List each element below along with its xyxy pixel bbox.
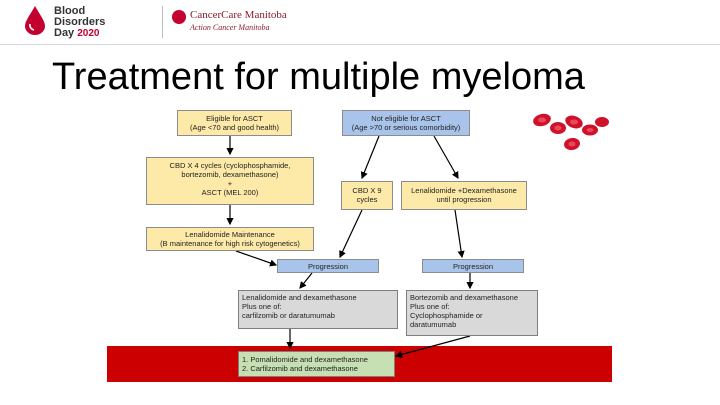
second-left-line-1: Lenalidomide and dexamethasone	[242, 293, 394, 302]
maintenance-line-1: Lenalidomide Maintenance	[147, 230, 313, 239]
not-eligible-line-2: (Age >70 or serious comorbidity)	[343, 123, 469, 132]
not-eligible-line-1: Not eligible for ASCT	[343, 114, 469, 123]
len-dex-line-2: until progression	[402, 195, 526, 204]
third-line-2: 2. Carfilzomib and dexamethasone	[242, 364, 391, 373]
len-dex-line-1: Lenalidomide +Dexamethasone	[402, 186, 526, 195]
arrow-not-eligible-to-cbd9	[362, 136, 379, 178]
box-len-dex: Lenalidomide +Dexamethasone until progre…	[401, 181, 527, 210]
box-progression-right: Progression	[422, 259, 524, 273]
second-right-line-3: Cyclophosphamide or	[410, 311, 534, 320]
second-left-line-2: Plus one of:	[242, 302, 394, 311]
cbd4-line-1: CBD X 4 cycles (cyclophosphamide,	[147, 161, 313, 170]
arrow-cbd9-to-progression	[340, 210, 362, 257]
box-cbd-x9: CBD X 9 cycles	[341, 181, 393, 210]
arrow-len-dex-to-progression	[455, 210, 462, 257]
progression-left-label: Progression	[278, 262, 378, 271]
arrow-maintenance-to-progression	[236, 251, 276, 265]
second-right-line-4: daratumumab	[410, 320, 534, 329]
eligible-line-1: Eligible for ASCT	[178, 114, 291, 123]
cbd9-line-2: cycles	[342, 195, 392, 204]
box-cbd-x4-asct: CBD X 4 cycles (cyclophosphamide, bortez…	[146, 157, 314, 205]
arrow-not-eligible-to-len-dex	[434, 136, 458, 178]
cbd9-line-1: CBD X 9	[342, 186, 392, 195]
red-blood-cells-icon	[528, 108, 618, 168]
box-eligible-asct: Eligible for ASCT (Age <70 and good heal…	[177, 110, 292, 136]
box-progression-left: Progression	[277, 259, 379, 273]
cbd4-line-3: +	[147, 179, 313, 188]
second-left-line-3: carfilzomib or daratumumab	[242, 311, 394, 320]
second-right-line-2: Plus one of:	[410, 302, 534, 311]
eligible-line-2: (Age <70 and good health)	[178, 123, 291, 132]
second-right-line-1: Bortezomib and dexamethasone	[410, 293, 534, 302]
box-third-line: 1. Pomalidomide and dexamethasone 2. Car…	[238, 351, 395, 377]
cbd4-line-4: ASCT (MEL 200)	[147, 188, 313, 197]
cbd4-line-2: bortezomib, dexamethasone)	[147, 170, 313, 179]
box-second-line-left: Lenalidomide and dexamethasone Plus one …	[238, 290, 398, 329]
progression-right-label: Progression	[423, 262, 523, 271]
arrow-second-right-to-third	[396, 336, 470, 356]
third-line-1: 1. Pomalidomide and dexamethasone	[242, 355, 391, 364]
box-not-eligible-asct: Not eligible for ASCT (Age >70 or seriou…	[342, 110, 470, 136]
box-maintenance: Lenalidomide Maintenance (B maintenance …	[146, 227, 314, 251]
maintenance-line-2: (B maintenance for high risk cytogenetic…	[147, 239, 313, 248]
box-second-line-right: Bortezomib and dexamethasone Plus one of…	[406, 290, 538, 336]
arrow-progression-to-second-left	[300, 273, 312, 288]
